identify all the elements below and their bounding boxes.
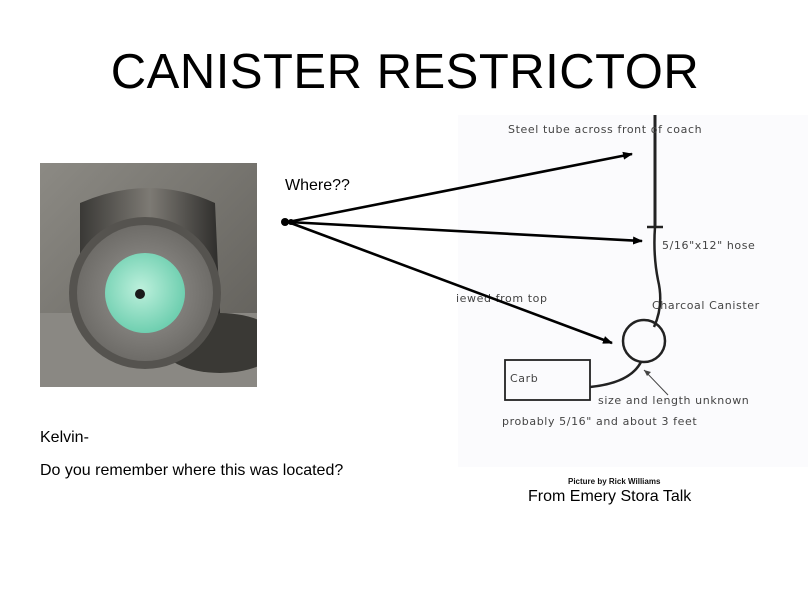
arrow-origin-dot: [281, 218, 289, 226]
photo-credit: Picture by Rick Williams: [568, 477, 661, 486]
restrictor-photo: [40, 163, 257, 387]
layout-sketch: Steel tube across front of coach 5/16"x1…: [456, 115, 808, 467]
arrow-to-canister: [287, 220, 613, 345]
arrow-to-steel-tube: [287, 151, 633, 224]
sketch-label-size-line2: probably 5/16" and about 3 feet: [502, 415, 698, 428]
sketch-label-steel-tube: Steel tube across front of coach: [508, 123, 703, 136]
where-label: Where??: [285, 177, 350, 194]
sketch-label-canister: Charcoal Canister: [652, 299, 760, 312]
source-label: From Emery Stora Talk: [528, 488, 692, 505]
sketch-label-size-line1: size and length unknown: [598, 394, 750, 407]
arrow-to-hose: [287, 220, 643, 245]
question-text: Do you remember where this was located?: [40, 462, 344, 479]
sketch-label-viewed: iewed from top: [456, 292, 548, 305]
sketch-label-hose: 5/16"x12" hose: [662, 239, 756, 252]
sketch-label-carb: Carb: [510, 372, 539, 385]
kelvin-label: Kelvin-: [40, 429, 89, 446]
slide-title: CANISTER RESTRICTOR: [110, 45, 700, 99]
